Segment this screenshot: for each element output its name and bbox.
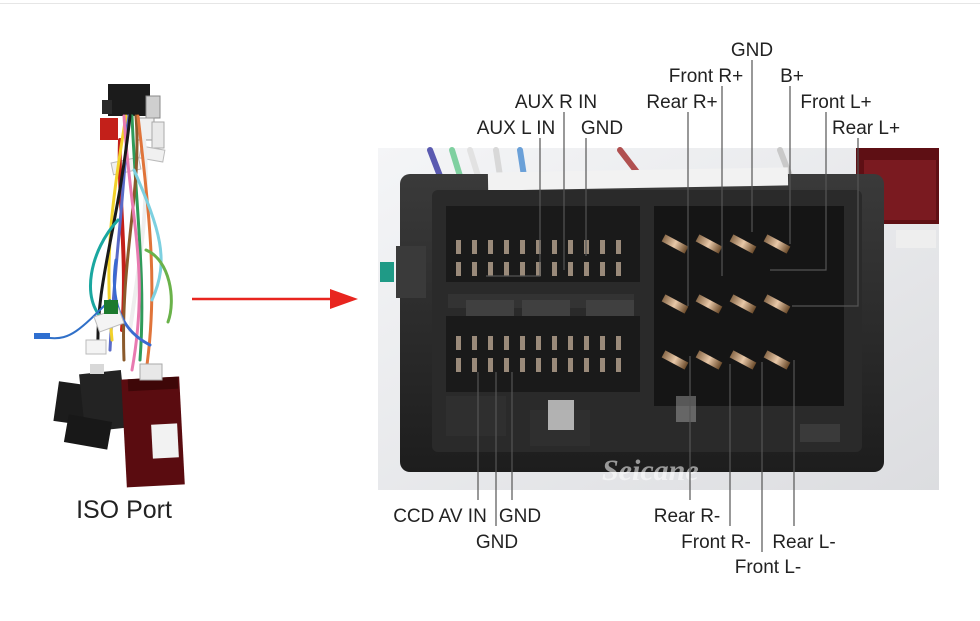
pin-labels: GND Front R+ B+ AUX R IN Rear R+ Front L…	[393, 40, 900, 578]
harness-illustration	[34, 84, 185, 488]
label-gnd-mid: GND	[581, 118, 623, 139]
label-ccd-av-in: CCD AV IN	[393, 506, 487, 527]
label-front-l-minus: Front L-	[735, 557, 802, 578]
label-rear-l-plus: Rear L+	[832, 118, 900, 139]
label-aux-l-in: AUX L IN	[477, 118, 556, 139]
watermark: Seicane	[602, 454, 699, 487]
top-connector-icon	[108, 84, 150, 116]
label-aux-r-in: AUX R IN	[515, 92, 597, 113]
label-gnd-top: GND	[731, 40, 773, 61]
label-gnd-bottom-right: GND	[499, 506, 541, 527]
label-b-plus: B+	[780, 66, 804, 87]
top-divider	[0, 3, 980, 4]
can-box-icon	[121, 363, 185, 488]
callout-lines	[477, 60, 859, 552]
iso-plug-icon	[53, 364, 127, 450]
label-rear-r-minus: Rear R-	[654, 506, 721, 527]
arrow-right-icon	[192, 289, 358, 309]
caption: ISO Port	[76, 496, 172, 524]
label-front-r-minus: Front R-	[681, 532, 751, 553]
label-rear-r-plus: Rear R+	[646, 92, 717, 113]
label-gnd-bottom: GND	[476, 532, 518, 553]
label-front-r-plus: Front R+	[669, 66, 743, 87]
label-front-l-plus: Front L+	[800, 92, 871, 113]
connector-photo: Seicane	[378, 147, 939, 490]
label-rear-l-minus: Rear L-	[772, 532, 835, 553]
